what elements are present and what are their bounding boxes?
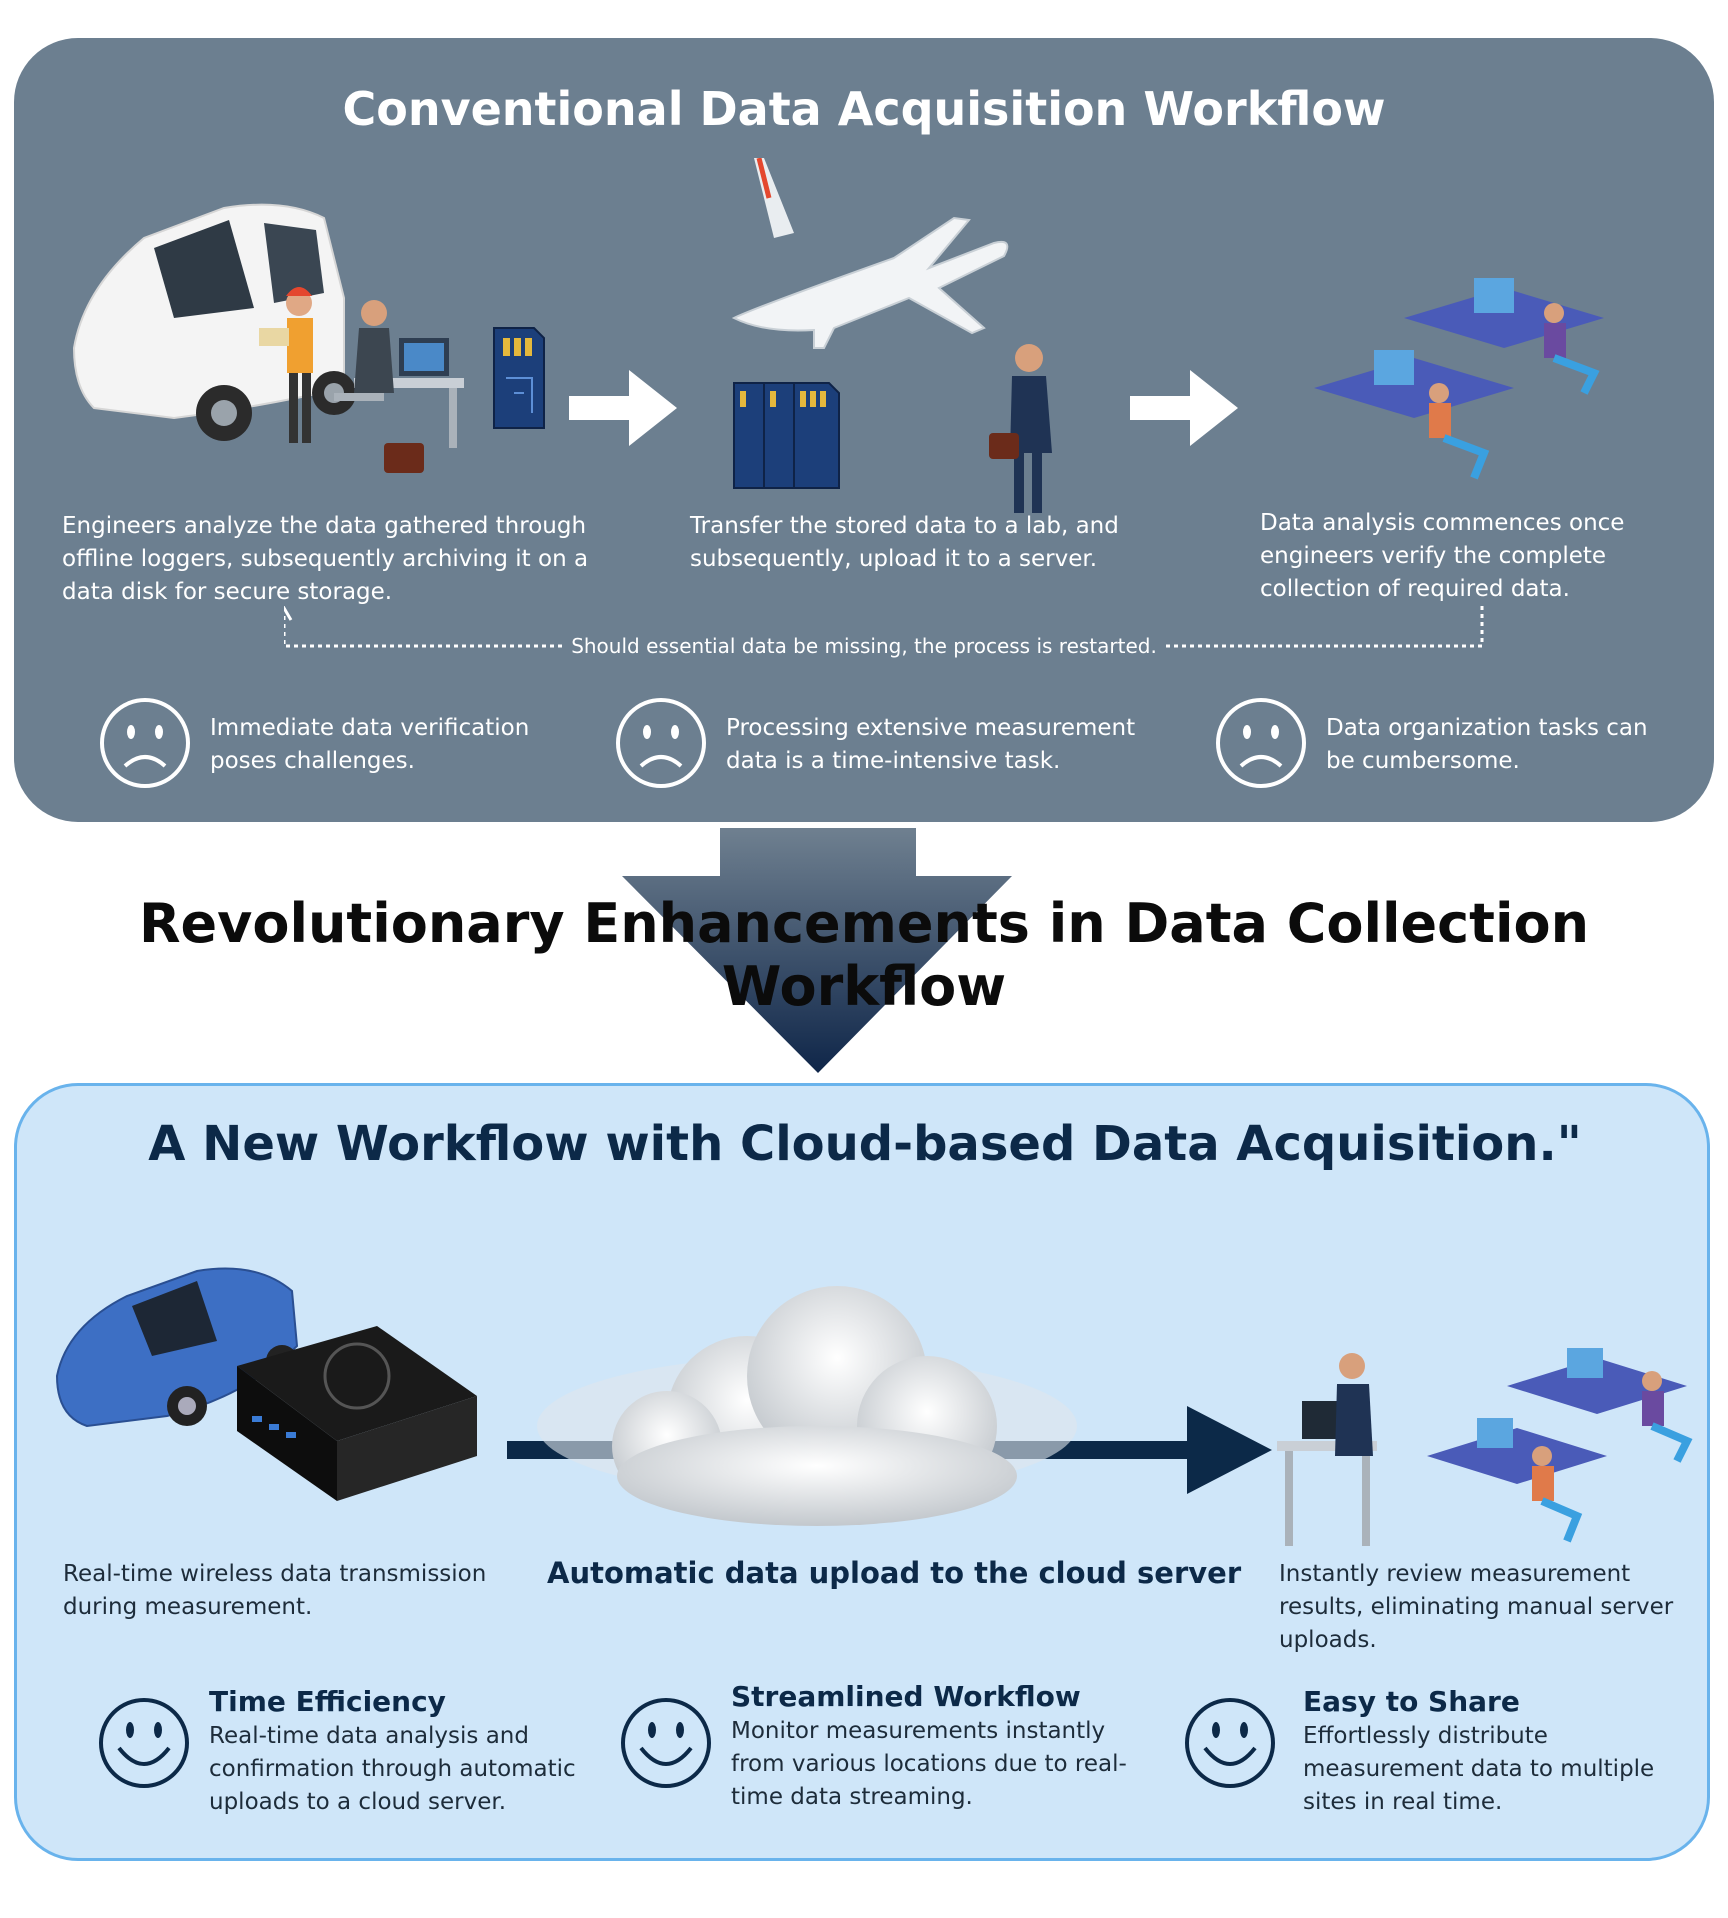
step-text-transfer: Transfer the stored data to a lab, and s… [690,513,1119,572]
step-text-wireless: Real-time wireless data transmission dur… [63,1561,487,1620]
pro-text: Monitor measurements instantly from vari… [731,1718,1127,1810]
businessman-icon [989,344,1052,513]
arrow-right-icon [569,370,677,446]
sd-cards-icon [733,382,840,489]
pro-streamlined-workflow: Streamlined Workflow Monitor measurement… [731,1679,1151,1814]
pro-title: Streamlined Workflow [731,1680,1081,1713]
analyst-desk-icon [1507,1348,1693,1463]
pro-title: Easy to Share [1303,1685,1520,1718]
step-text-analysis: Data analysis commences once engineers v… [1260,510,1625,602]
restart-note: Should essential data be missing, the pr… [565,634,1163,658]
con-organization: Data organization tasks can be cumbersom… [1326,715,1648,774]
engineers-van-illustration [72,203,545,473]
seated-engineer-icon [334,300,464,473]
step-text-offline-loggers: Engineers analyze the data gathered thro… [62,513,589,605]
cloud-icon [537,1286,1077,1526]
arrow-right-icon [1130,370,1238,446]
step-text-instant-review: Instantly review measurement results, el… [1279,1561,1674,1653]
con-verification: Immediate data verification poses challe… [210,715,530,774]
airplane-icon [731,158,1009,349]
logger-device-icon [237,1326,477,1501]
pro-text: Real-time data analysis and confirmation… [209,1723,576,1815]
transfer-illustration [731,158,1052,513]
smiley-face-icon [621,1698,711,1788]
car-logger-illustration [55,1267,477,1501]
analyst-desk-icon [1404,278,1604,395]
sd-card-icon [493,327,545,429]
analyst-desk-icon [1314,350,1514,480]
sad-face-icon [100,698,190,788]
restart-loop-line [284,606,1484,648]
analyst-desk-icon [1427,1418,1607,1543]
pro-time-efficiency: Time Efficiency Real-time data analysis … [209,1684,609,1819]
office-worker-icon [1277,1353,1377,1546]
pro-easy-to-share: Easy to Share Effortlessly distribute me… [1303,1684,1683,1819]
con-processing: Processing extensive measurement data is… [726,715,1136,774]
smiley-face-icon [99,1698,189,1788]
transition-heading: Revolutionary Enhancements in Data Colle… [138,892,1590,1018]
engineer-icon [259,287,313,443]
van-icon [72,203,356,441]
sad-face-icon [1216,698,1306,788]
pro-title: Time Efficiency [209,1685,446,1718]
smiley-face-icon [1185,1698,1275,1788]
office-illustration [1277,1348,1693,1546]
conventional-title: Conventional Data Acquisition Workflow [342,82,1386,136]
cloud-workflow-panel: A New Workflow with Cloud-based Data Acq… [14,1083,1710,1861]
sad-face-icon [616,698,706,788]
cloud-workflow-title: A New Workflow with Cloud-based Data Acq… [148,1116,1582,1172]
cloud-upload-label: Automatic data upload to the cloud serve… [547,1556,1242,1590]
analysts-illustration [1314,278,1604,480]
down-arrow-icon [622,828,1012,1073]
pro-text: Effortlessly distribute measurement data… [1303,1723,1655,1815]
conventional-workflow-panel: Conventional Data Acquisition Workflow [14,38,1714,822]
